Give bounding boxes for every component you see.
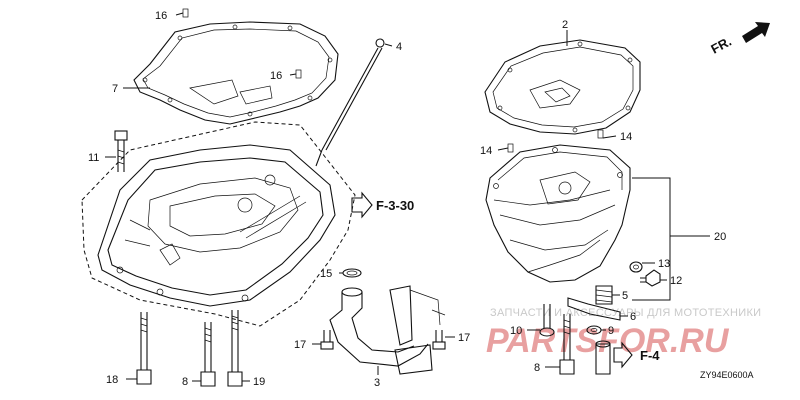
callout-17-right: 17 xyxy=(458,332,470,344)
dowel-pin-middle xyxy=(295,69,302,79)
callout-15: 15 xyxy=(320,268,332,280)
front-direction: FR. xyxy=(708,22,770,57)
extension-case xyxy=(81,121,356,327)
callout-3: 3 xyxy=(374,377,380,389)
bolt-8-left xyxy=(200,322,216,387)
bolt-17-right xyxy=(432,330,446,350)
callout-13: 13 xyxy=(658,258,670,270)
dipstick xyxy=(315,38,385,167)
callout-14-left: 14 xyxy=(480,145,492,157)
callout-10: 10 xyxy=(510,325,522,337)
bolt-11 xyxy=(114,130,128,172)
o-ring-15 xyxy=(342,268,362,278)
dowel-pin-right-top xyxy=(597,129,604,139)
callout-16-middle: 16 xyxy=(270,70,282,82)
washer-13 xyxy=(629,261,643,273)
bolt-10 xyxy=(539,304,555,337)
callout-8-left: 8 xyxy=(182,376,188,388)
callout-7: 7 xyxy=(112,83,118,95)
diagram-code: ZY94E0600A xyxy=(700,370,754,380)
dowel-pin-top xyxy=(182,8,189,18)
part-5-spring xyxy=(595,285,613,305)
ref-label-f-4[interactable]: F-4 xyxy=(640,348,660,363)
callout-9: 9 xyxy=(608,325,614,337)
ref-arrow-f-4[interactable]: F-4 xyxy=(613,341,660,369)
callout-20: 20 xyxy=(714,231,726,243)
callout-4: 4 xyxy=(396,41,402,53)
callout-19: 19 xyxy=(253,376,265,388)
watermark-logo: PARTSFOR.RU xyxy=(486,322,730,360)
watermark: ЗАПЧАСТИ И АКСЕССУАРЫ ДЛЯ МОТОТЕХНИКИ PA… xyxy=(486,307,761,360)
fitting-f4 xyxy=(595,340,611,375)
bolt-19 xyxy=(227,310,243,387)
callout-12: 12 xyxy=(670,275,682,287)
ref-label-f-3-30[interactable]: F-3-30 xyxy=(376,198,414,213)
oil-strainer xyxy=(329,285,446,375)
callout-16-top: 16 xyxy=(155,10,167,22)
callout-5: 5 xyxy=(622,290,628,302)
part-6-clip xyxy=(567,297,621,321)
callouts: 16 4 16 7 11 2 14 14 20 13 12 15 5 6 17 … xyxy=(88,10,726,389)
direction-arrow-icon xyxy=(742,22,770,43)
callout-6: 6 xyxy=(630,311,636,323)
drain-bolt-12 xyxy=(640,269,661,287)
dowel-pin-right-left xyxy=(507,143,514,153)
leader-lines xyxy=(105,12,710,382)
direction-label: FR. xyxy=(708,34,734,57)
callout-18: 18 xyxy=(106,374,118,386)
watermark-tagline: ЗАПЧАСТИ И АКСЕССУАРЫ ДЛЯ МОТОТЕХНИКИ xyxy=(490,307,761,319)
callout-2: 2 xyxy=(562,19,568,31)
callout-11: 11 xyxy=(88,152,99,164)
bolt-8-right xyxy=(559,314,575,375)
gasket-upper-left xyxy=(133,21,339,125)
bolt-17-left xyxy=(320,330,334,350)
ref-arrow-f-3-30[interactable]: F-3-30 xyxy=(351,191,414,219)
bolt-18 xyxy=(136,312,152,385)
callout-17-left: 17 xyxy=(294,339,306,351)
oil-pan xyxy=(485,144,631,283)
callout-14-right: 14 xyxy=(620,131,632,143)
callout-8-right: 8 xyxy=(534,362,540,374)
gasket-upper-right xyxy=(484,39,641,135)
